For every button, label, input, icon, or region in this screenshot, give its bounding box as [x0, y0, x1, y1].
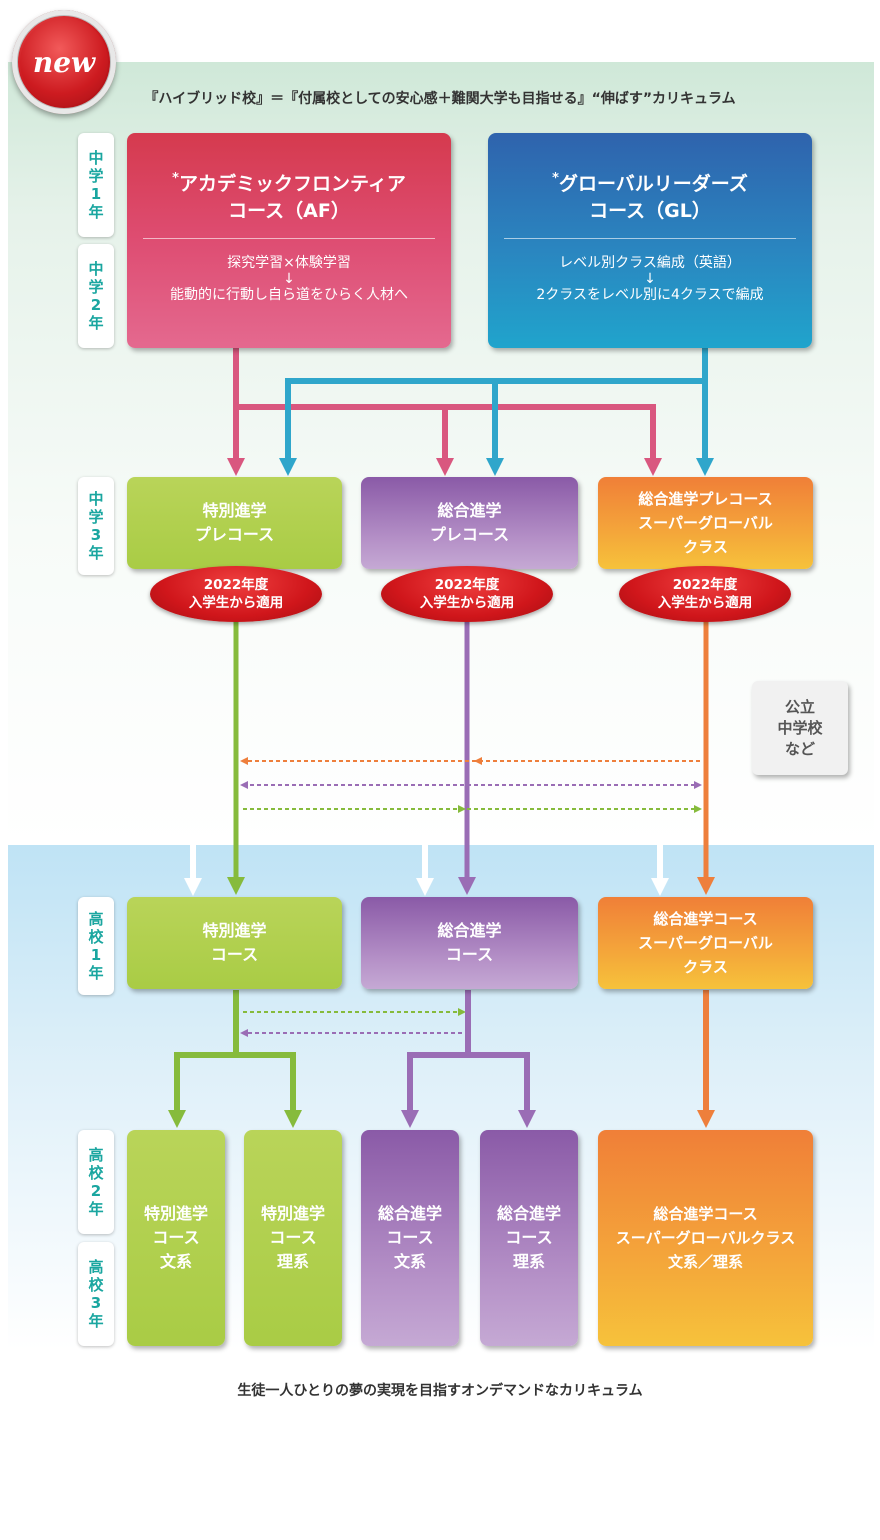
grade-label-hs2: 高校2年	[78, 1130, 114, 1234]
green-arrowhead	[227, 877, 245, 895]
footer-caption: 生徒一人ひとりの夢の実現を目指すオンデマンドなカリキュラム	[237, 1383, 643, 1399]
af-course-description: 探究学習×体験学習 ↓ 能動的に行動し自ら道をひらく人材へ	[170, 254, 408, 303]
jh3-sogo-pre-course: 総合進学プレコース	[361, 477, 578, 569]
grade-label-jh3: 中学3年	[78, 477, 114, 575]
orange-branch-arrowhead	[697, 1110, 715, 1128]
purple-branch-arrowheads	[401, 1110, 536, 1128]
hs1-super-global-course: 総合進学コーススーパーグローバルクラス	[598, 897, 813, 989]
headline: 『ハイブリッド校』＝『付属校としての安心感＋難関大学も目指せる』“伸ばす”カリキ…	[144, 91, 736, 107]
gl-course-description: レベル別クラス編成（英語） ↓ 2クラスをレベル別に4クラスで編成	[536, 254, 764, 303]
af-course-title: *アカデミックフロンティア コース（AF）	[172, 170, 406, 222]
af-flow-lines	[233, 348, 656, 462]
new-badge-label: new	[20, 18, 108, 106]
public-entry-arrows	[184, 845, 669, 896]
hs23-sogo-bunkei: 総合進学コース文系	[361, 1130, 459, 1346]
hs1-tokubetsu-course: 特別進学コース	[127, 897, 342, 989]
af-divider	[143, 237, 435, 239]
gl-course-title: *グローバルリーダーズ コース（GL）	[552, 170, 748, 222]
grade-label-jh2: 中学2年	[78, 244, 114, 348]
af-arrowheads	[227, 458, 662, 476]
gl-flow-lines	[285, 348, 708, 462]
applicable-2022-badge: 2022年度入学生から適用	[381, 566, 553, 622]
orange-arrowhead	[697, 877, 715, 895]
public-junior-high-box: 公立 中学校 など	[752, 681, 848, 775]
jh3-tokubetsu-pre-course: 特別進学プレコース	[127, 477, 342, 569]
purple-branch-lines	[407, 990, 530, 1113]
hs23-tokubetsu-bunkei: 特別進学コース文系	[127, 1130, 225, 1346]
new-badge: new	[12, 10, 116, 114]
applicable-2022-badge: 2022年度入学生から適用	[619, 566, 791, 622]
hs23-super-global-course: 総合進学コーススーパーグローバルクラス文系／理系	[598, 1130, 813, 1346]
gl-divider	[504, 237, 796, 239]
purple-arrowhead	[458, 877, 476, 895]
gl-arrowheads	[279, 458, 714, 476]
dashed-transfer-arrows	[243, 760, 700, 1034]
hs23-sogo-rikei: 総合進学コース理系	[480, 1130, 578, 1346]
jh3-super-global-pre-course: 総合進学プレコーススーパーグローバルクラス	[598, 477, 813, 569]
hs1-sogo-course: 総合進学コース	[361, 897, 578, 989]
hs23-tokubetsu-rikei: 特別進学コース理系	[244, 1130, 342, 1346]
grade-label-hs1: 高校1年	[78, 897, 114, 995]
green-branch-arrowheads	[168, 1110, 302, 1128]
applicable-2022-badge: 2022年度入学生から適用	[150, 566, 322, 622]
grade-label-hs3: 高校3年	[78, 1242, 114, 1346]
af-course-box: *アカデミックフロンティア コース（AF） 探究学習×体験学習 ↓ 能動的に行動…	[127, 133, 451, 348]
grade-label-jh1: 中学1年	[78, 133, 114, 237]
gl-course-box: *グローバルリーダーズ コース（GL） レベル別クラス編成（英語） ↓ 2クラス…	[488, 133, 812, 348]
dashed-arrowheads	[240, 757, 702, 1037]
green-branch-lines	[174, 990, 296, 1113]
